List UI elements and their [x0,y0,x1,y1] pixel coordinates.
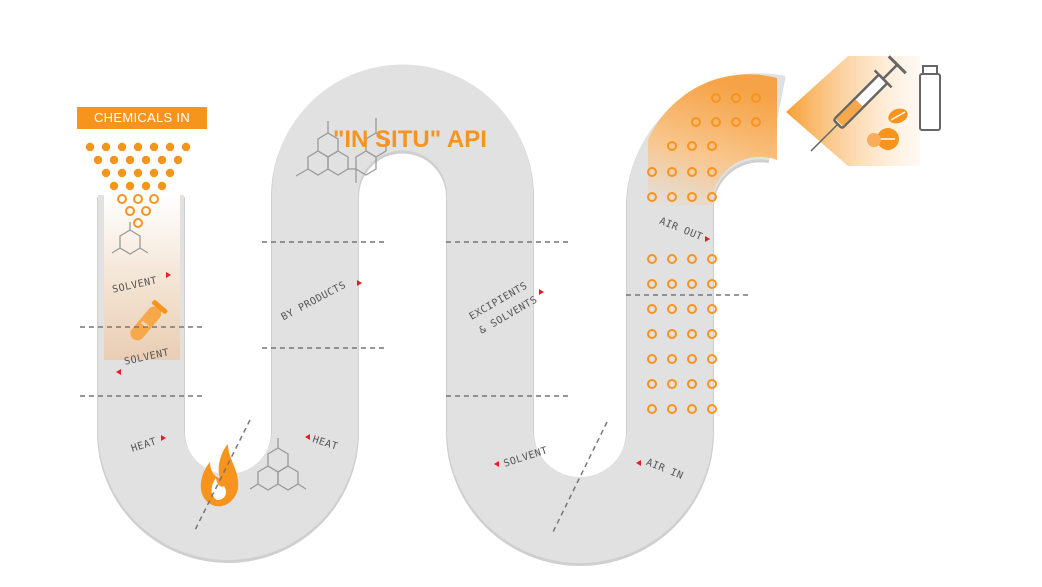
chemicals-in-badge: CHEMICALS IN [77,107,207,129]
arrow-icon [305,434,310,440]
stage-dividers [80,241,750,533]
arrow-icon [116,369,121,375]
chemical-rings [117,194,159,228]
product-area [786,55,941,166]
molecule-icon [111,222,149,255]
arrow-icon [705,236,710,242]
arrow-icon [539,289,544,295]
molecule-icon [249,438,307,491]
pill-icon [867,108,908,150]
syringe-icon [810,55,907,152]
arrow-icon [636,460,641,466]
chemical-dots [85,142,191,191]
diagram-title: "IN SITU" API [333,126,487,153]
arrow-icon [494,461,499,467]
drying-section [648,74,777,205]
particle-rings [647,93,761,414]
vial-icon [919,65,941,131]
process-pipe [98,64,786,563]
molecule-icon [295,118,387,183]
arrow-icon [161,435,166,441]
arrow-icon [357,280,362,286]
arrow-icon [166,272,171,278]
flame-icon [200,444,239,507]
